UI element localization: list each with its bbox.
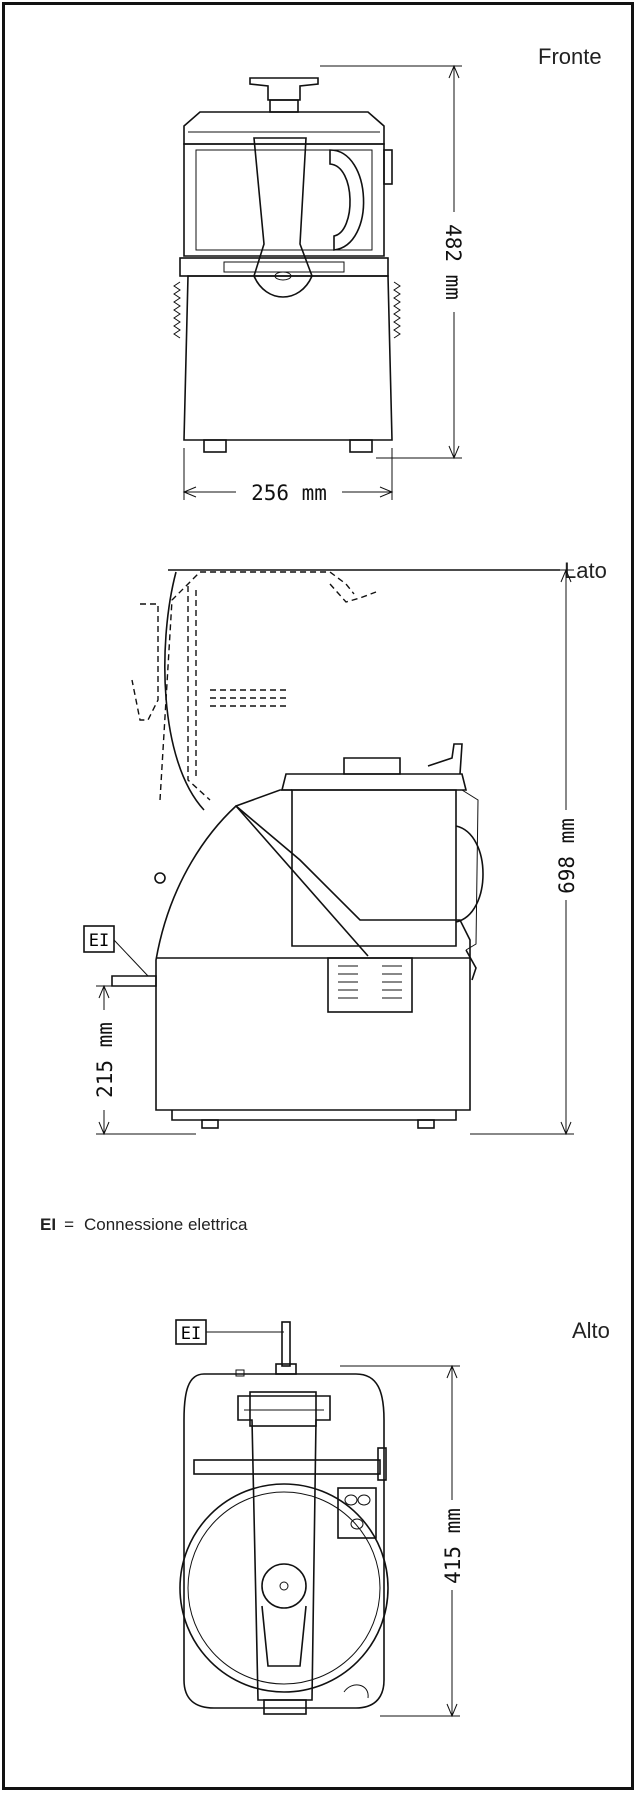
- top-connection-tag: EI: [181, 1324, 201, 1344]
- side-view-drawing: EI 698 mm 215 mm: [83, 568, 579, 1136]
- side-connection-tag: EI: [89, 931, 109, 951]
- front-view-drawing: 482 mm 256 mm: [173, 64, 465, 505]
- legend: EI = Connessione elettrica: [40, 1215, 247, 1234]
- top-view-label: Alto: [572, 1318, 610, 1343]
- front-width-dimension: 256 mm: [251, 481, 327, 505]
- front-height-dimension: 482 mm: [441, 224, 465, 300]
- legend-description: Connessione elettrica: [84, 1215, 248, 1234]
- top-depth-dimension: 415 mm: [441, 1508, 465, 1584]
- connection-height-dimension: 215 mm: [93, 1022, 117, 1098]
- legend-equals: =: [64, 1215, 74, 1234]
- legend-code: EI: [40, 1215, 57, 1234]
- side-height-dimension: 698 mm: [555, 818, 579, 894]
- top-view-drawing: EI 415 mm: [175, 1319, 465, 1718]
- front-view-label: Fronte: [538, 44, 602, 69]
